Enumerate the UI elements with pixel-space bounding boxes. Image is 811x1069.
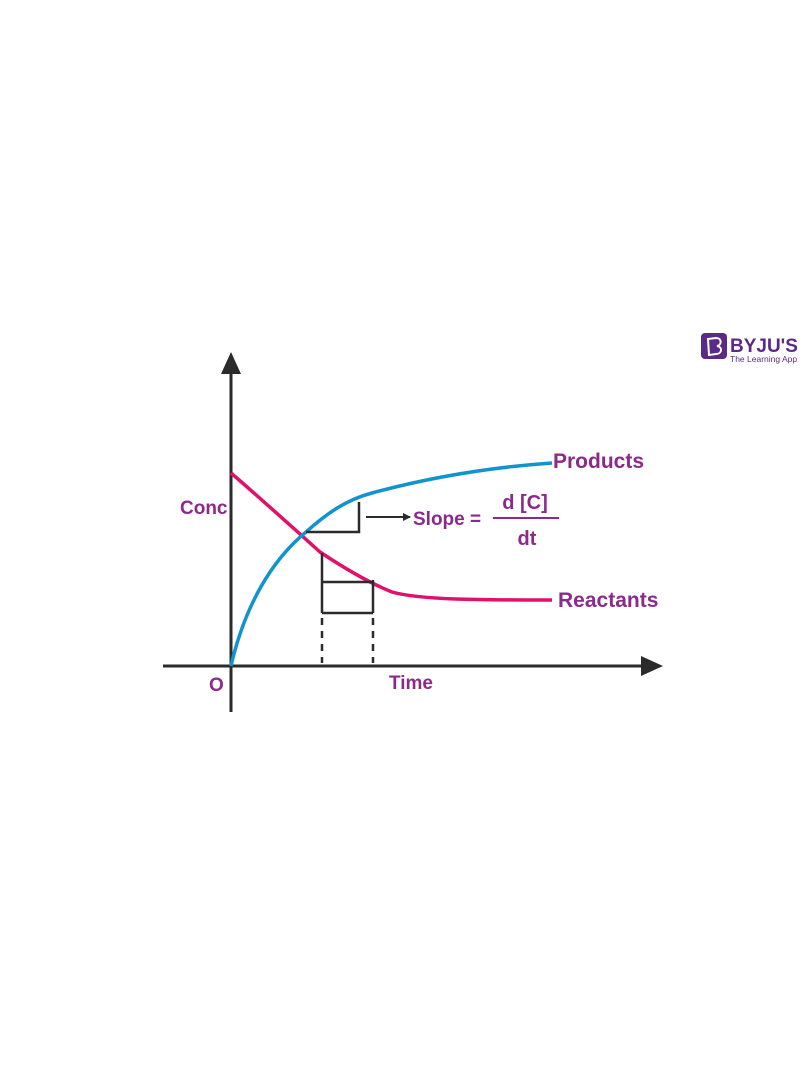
reactants-label: Reactants [558,589,658,612]
brand-logo: BYJU'S The Learning App [701,333,798,364]
y-axis-arrowhead [221,352,241,374]
slope-denominator: dt [518,528,537,550]
brand-tagline: The Learning App [730,354,797,364]
reactants-curve [229,471,553,602]
y-axis-label: Conc [180,498,228,519]
slope-label: Slope = [413,509,481,530]
x-axis-label: Time [389,673,433,694]
products-curve [229,461,553,667]
x-axis-arrowhead [641,656,663,676]
slope-triangle [306,502,361,534]
origin-label: O [209,675,224,696]
products-label: Products [553,450,644,473]
slope-numerator: d [C] [502,492,548,514]
brand-logo-glyph [706,336,722,357]
brand-name: BYJU'S [730,336,798,357]
